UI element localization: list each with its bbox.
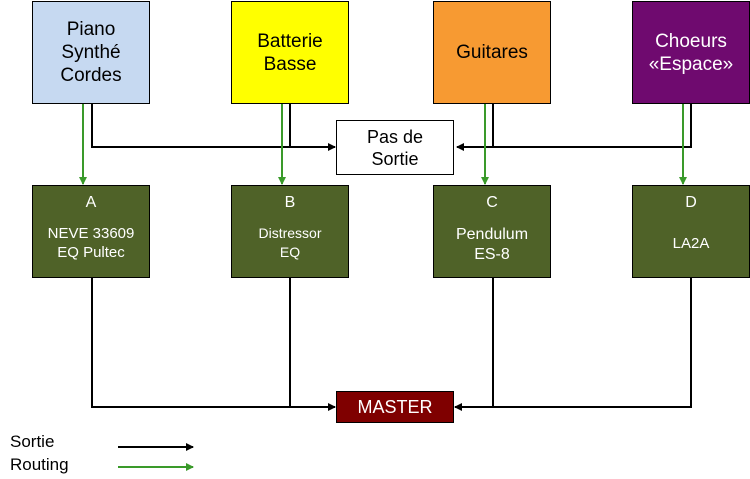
processor-a: A NEVE 33609 EQ Pultec — [32, 185, 150, 278]
processor-d: D LA2A — [632, 185, 750, 278]
source-piano-line-2: Synthé — [61, 42, 121, 63]
processor-c-line-1: Pendulum — [455, 226, 529, 243]
processor-a-letter: A — [85, 194, 97, 211]
source-choeurs-line-1: Choeurs — [655, 30, 727, 52]
output-line-a — [91, 278, 336, 411]
no-output-line-1: Pas de — [366, 126, 424, 147]
processor-d-letter: D — [685, 194, 697, 211]
processor-a-line-1: NEVE 33609 — [47, 225, 135, 242]
processor-d-line-1: LA2A — [672, 235, 710, 252]
no-output-line-2: Sortie — [371, 148, 419, 169]
processor-c-line-2: ES-8 — [474, 246, 510, 263]
source-guitares: Guitares — [433, 1, 551, 104]
legend-routing-label: Routing — [10, 455, 69, 474]
processor-c-letter: C — [486, 194, 498, 211]
processor-c: C Pendulum ES-8 — [433, 185, 551, 278]
master-box: MASTER — [336, 391, 454, 423]
no-output-box: Pas de Sortie — [336, 120, 454, 175]
processor-b-line-1: Distressor — [258, 225, 322, 241]
source-piano: Piano Synthé Cordes — [32, 1, 150, 104]
source-batterie: Batterie Basse — [231, 1, 349, 104]
processor-b: B Distressor EQ — [231, 185, 349, 278]
output-line-d — [454, 278, 692, 411]
output-line-choeurs — [456, 104, 692, 151]
source-piano-line-1: Piano — [66, 19, 116, 40]
source-guitares-line-1: Guitares — [456, 42, 528, 63]
processor-a-line-2: EQ Pultec — [57, 244, 125, 261]
source-batterie-line-2: Basse — [263, 53, 317, 75]
output-line-piano — [91, 104, 336, 151]
source-piano-line-3: Cordes — [60, 65, 122, 86]
processor-b-letter: B — [284, 194, 296, 211]
source-choeurs: Choeurs «Espace» — [632, 1, 750, 104]
master-label: MASTER — [357, 396, 433, 417]
processor-b-line-2: EQ — [279, 244, 301, 260]
source-choeurs-line-2: «Espace» — [648, 53, 734, 75]
legend-output-label: Sortie — [10, 432, 55, 451]
source-batterie-line-1: Batterie — [257, 30, 323, 52]
